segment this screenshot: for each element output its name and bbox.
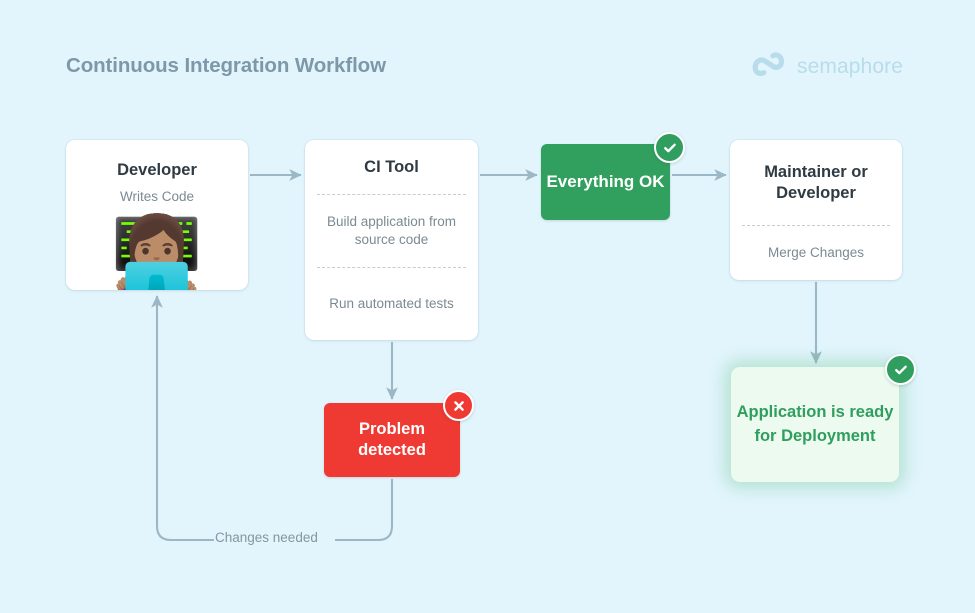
- node-problem-detected[interactable]: Problem detected: [324, 403, 460, 477]
- node-application-ready[interactable]: Application is ready for Deployment: [731, 367, 899, 482]
- ci-tool-step-1: Build application from source code: [305, 195, 478, 267]
- woman-technologist-emoji: 👩🏽‍💻: [110, 213, 204, 291]
- ci-tool-step-1-label: Build application from source code: [326, 214, 457, 247]
- check-circle-icon: [654, 132, 685, 163]
- brand-logo: semaphore: [752, 52, 903, 81]
- semaphore-s-curve-icon: [752, 52, 786, 81]
- maintainer-header: Maintainer or Developer: [730, 140, 902, 225]
- edge-problem-to-developer-left: [335, 479, 394, 542]
- application-ready-label: Application is ready for Deployment: [736, 403, 894, 445]
- ci-tool-header: CI Tool: [305, 140, 478, 194]
- brand-name: semaphore: [797, 54, 903, 78]
- ci-tool-step-2: Run automated tests: [305, 268, 478, 340]
- x-circle-icon: [443, 390, 474, 421]
- maintainer-action-label: Merge Changes: [767, 245, 865, 261]
- node-developer[interactable]: Developer Writes Code 👩🏽‍💻: [66, 140, 248, 290]
- maintainer-title: Maintainer or Developer: [764, 162, 868, 202]
- ci-tool-divider-1: [317, 194, 466, 195]
- node-everything-ok[interactable]: Everything OK: [541, 144, 670, 220]
- edge-problem-to-developer-return: [151, 295, 214, 542]
- node-ci-tool[interactable]: CI Tool Build application from source co…: [305, 140, 478, 340]
- problem-detected-label: Problem detected: [358, 420, 426, 459]
- ci-tool-step-2-label: Run automated tests: [329, 296, 454, 312]
- page-title: Continuous Integration Workflow: [66, 54, 386, 77]
- check-circle-icon: [885, 354, 916, 385]
- maintainer-divider: [742, 225, 890, 226]
- node-maintainer[interactable]: Maintainer or Developer Merge Changes: [730, 140, 902, 280]
- developer-subtitle: Writes Code: [119, 188, 195, 204]
- edge-label-changes-needed: Changes needed: [215, 530, 318, 545]
- ci-tool-divider-2: [317, 267, 466, 268]
- developer-title: Developer: [117, 161, 197, 179]
- everything-ok-label: Everything OK: [546, 172, 665, 192]
- maintainer-action: Merge Changes: [730, 226, 902, 280]
- ci-tool-title: CI Tool: [364, 157, 419, 176]
